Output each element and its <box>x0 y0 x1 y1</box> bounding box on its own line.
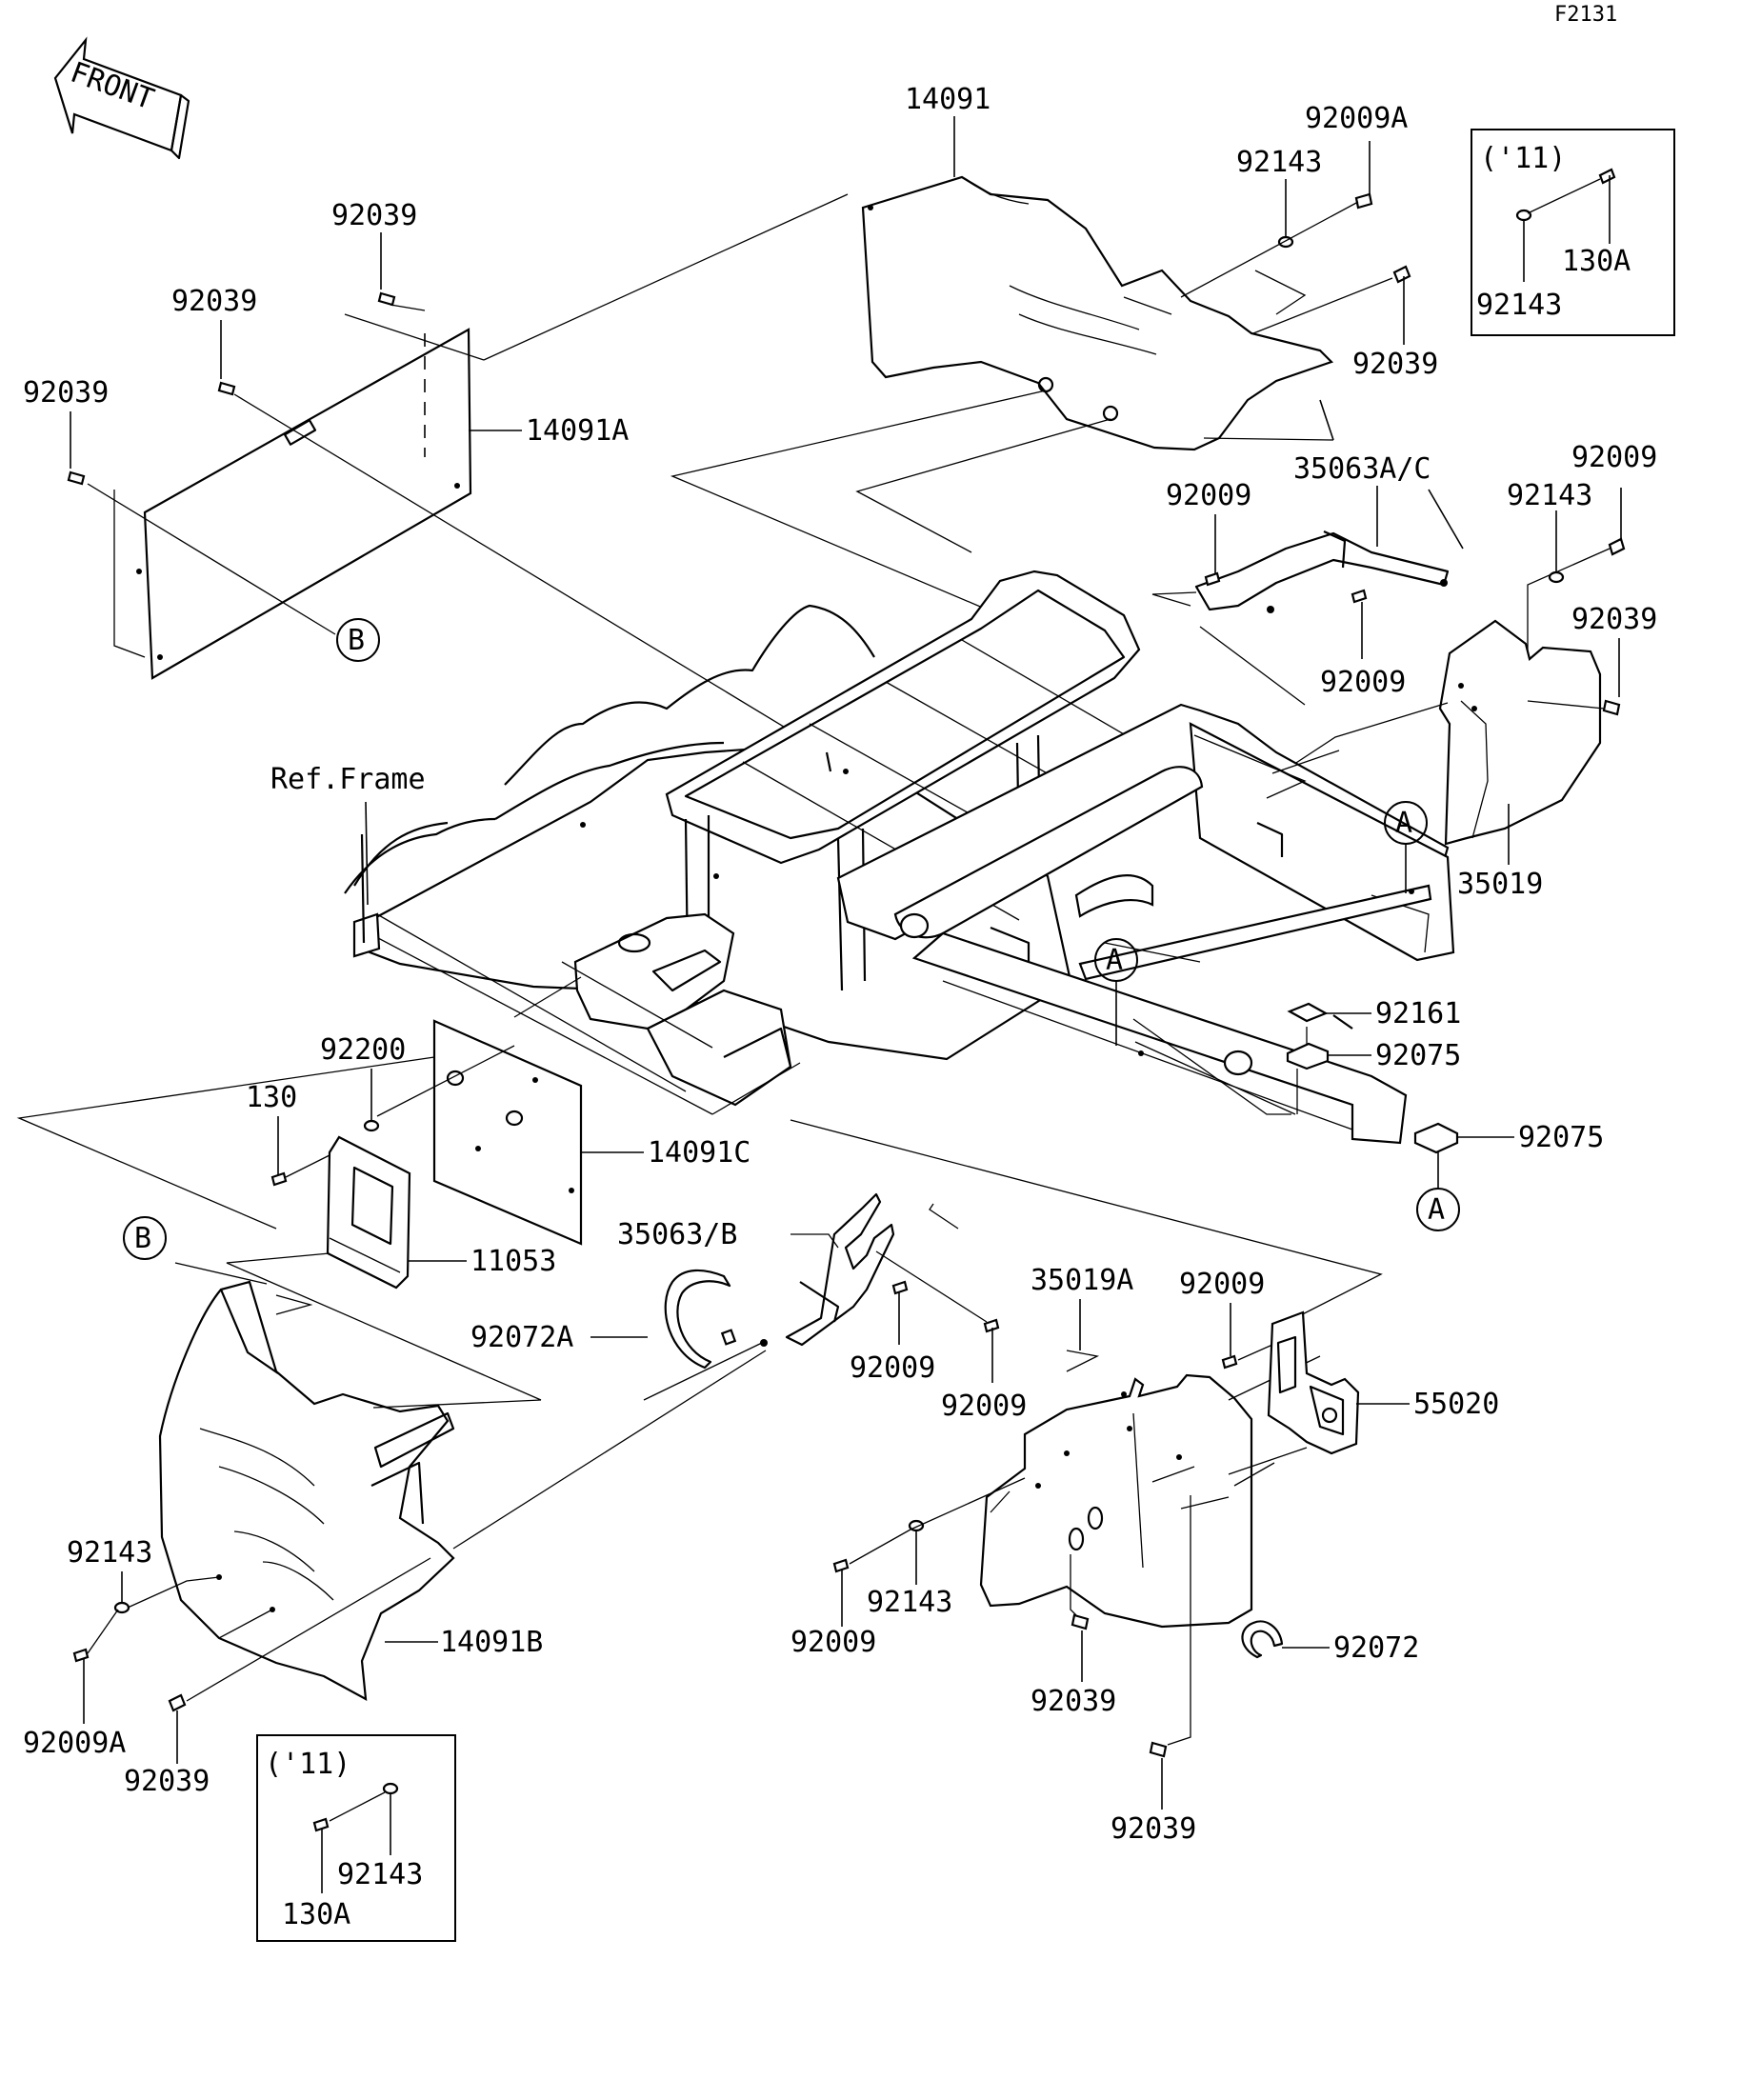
callout-A-frame-center-text: A <box>1106 944 1123 977</box>
bolt-130 <box>270 1116 288 1187</box>
fastener-92039-right <box>1602 638 1621 716</box>
bolt-92009A-lower-left <box>72 1648 90 1724</box>
label-14091C: 14091C <box>648 1136 750 1170</box>
label-92039-c: 92039 <box>23 376 109 410</box>
label-92161: 92161 <box>1375 997 1461 1030</box>
label-35063A-C: 35063A/C <box>1293 452 1431 486</box>
bracket-35063A-C <box>1194 530 1450 613</box>
washer-92143-right <box>1548 510 1565 584</box>
label-55020: 55020 <box>1413 1388 1499 1421</box>
label-92143-inset-top: 92143 <box>1476 289 1562 322</box>
fastener-92039 <box>67 232 396 486</box>
panel-35019 <box>1438 619 1602 846</box>
fastener-92039 <box>1392 265 1411 345</box>
label-92039-top-right: 92039 <box>1352 348 1438 381</box>
callout-A-pad-text: A <box>1428 1193 1445 1227</box>
label-92200: 92200 <box>320 1033 406 1067</box>
label-92009-e: 92009 <box>941 1390 1027 1423</box>
inset-year-bottom: ('11) <box>265 1748 350 1781</box>
label-92075-b: 92075 <box>1518 1121 1604 1154</box>
label-35019: 35019 <box>1457 868 1543 901</box>
bolt-92009-right <box>1608 488 1626 556</box>
label-92039-mudguard-a: 92039 <box>1031 1685 1116 1718</box>
bracket-11053 <box>326 1135 411 1290</box>
label-92009-c: 92009 <box>1571 441 1657 474</box>
label-92072: 92072 <box>1333 1631 1419 1665</box>
label-92009A-lower: 92009A <box>23 1727 126 1760</box>
callout-B-top <box>336 618 380 662</box>
fastener-92039-lower-left <box>168 1693 187 1764</box>
bolt-92009-mudguard <box>1221 1303 1238 1370</box>
inset-2011-top <box>1471 129 1675 336</box>
fastener-92039-mudguard-a <box>1071 1613 1090 1682</box>
label-92009A-top: 92009A <box>1305 102 1408 135</box>
bolt-92009-35063B <box>891 1280 1000 1383</box>
panel-14091C <box>432 1019 583 1246</box>
label-14091A: 14091A <box>526 414 629 448</box>
label-92039-right: 92039 <box>1571 603 1657 636</box>
bolt-92009-mudguard-lower <box>832 1558 850 1627</box>
pad-92075-b <box>1413 1122 1514 1189</box>
label-35063B: 35063/B <box>617 1218 737 1251</box>
label-92143-right: 92143 <box>1507 479 1592 512</box>
label-130A-inset-bottom: 130A <box>282 1898 350 1931</box>
callout-B-bottom <box>123 1216 167 1260</box>
fender-14091 <box>861 175 1334 451</box>
label-130A-inset-top: 130A <box>1562 245 1631 278</box>
label-92143-lower-left: 92143 <box>67 1536 152 1570</box>
label-92039-b: 92039 <box>171 285 257 318</box>
label-92009-f: 92009 <box>1179 1268 1265 1301</box>
label-92009-d: 92009 <box>850 1351 935 1385</box>
pad-92075-a <box>1286 1027 1371 1114</box>
label-92039-mudguard-b: 92039 <box>1111 1812 1196 1846</box>
bracket-55020 <box>1267 1310 1360 1455</box>
fender-14091B <box>158 1280 455 1701</box>
bracket-35063B <box>760 1192 895 1347</box>
clip-92072 <box>1241 1620 1330 1659</box>
callout-A-frame-right-text: A <box>1395 807 1412 840</box>
inset-2011-bottom <box>256 1734 456 1942</box>
strap-92072A <box>590 1269 737 1370</box>
front-arrow-icon: FRONT <box>53 36 190 160</box>
washer-92143 <box>1277 179 1294 249</box>
callout-B-bottom-text: B <box>134 1222 151 1255</box>
label-35019A: 35019A <box>1031 1264 1133 1297</box>
pad-92161 <box>1287 1002 1371 1023</box>
label-92143-mudguard: 92143 <box>867 1586 952 1619</box>
washer-92200 <box>363 1069 380 1132</box>
washer-92143-lower-left <box>113 1571 130 1614</box>
fastener-92039-mudguard-b <box>1149 1741 1168 1810</box>
panel-14091A <box>136 328 472 680</box>
label-92039-a: 92039 <box>331 199 417 232</box>
label-92143-top: 92143 <box>1236 146 1322 179</box>
label-ref-frame: Ref.Frame <box>270 763 426 796</box>
label-14091B: 14091B <box>440 1626 543 1659</box>
bolt-130A-inset-top <box>1515 168 1616 282</box>
bolt-92009 <box>1204 514 1368 659</box>
inset-year-top: ('11) <box>1480 142 1566 175</box>
mudguard-35019A <box>979 1373 1253 1629</box>
diagram-code: F2131 <box>1554 3 1617 27</box>
label-11053: 11053 <box>470 1245 556 1278</box>
label-92072A: 92072A <box>470 1321 573 1354</box>
label-92143-inset-bottom: 92143 <box>337 1858 423 1891</box>
label-92009-g: 92009 <box>790 1626 876 1659</box>
label-92009-b: 92009 <box>1320 666 1406 699</box>
fastener-92009A <box>1354 141 1373 210</box>
label-92039-lower-left: 92039 <box>124 1765 210 1798</box>
callout-B-top-text: B <box>348 624 365 657</box>
label-130: 130 <box>246 1081 297 1114</box>
label-92009-a: 92009 <box>1166 479 1251 512</box>
washer-92143-mudguard <box>908 1519 925 1585</box>
label-14091: 14091 <box>905 83 991 116</box>
label-92075-a: 92075 <box>1375 1039 1461 1072</box>
bolt-130A-inset-bottom <box>312 1782 399 1893</box>
callout-A-pad <box>1416 1188 1460 1231</box>
